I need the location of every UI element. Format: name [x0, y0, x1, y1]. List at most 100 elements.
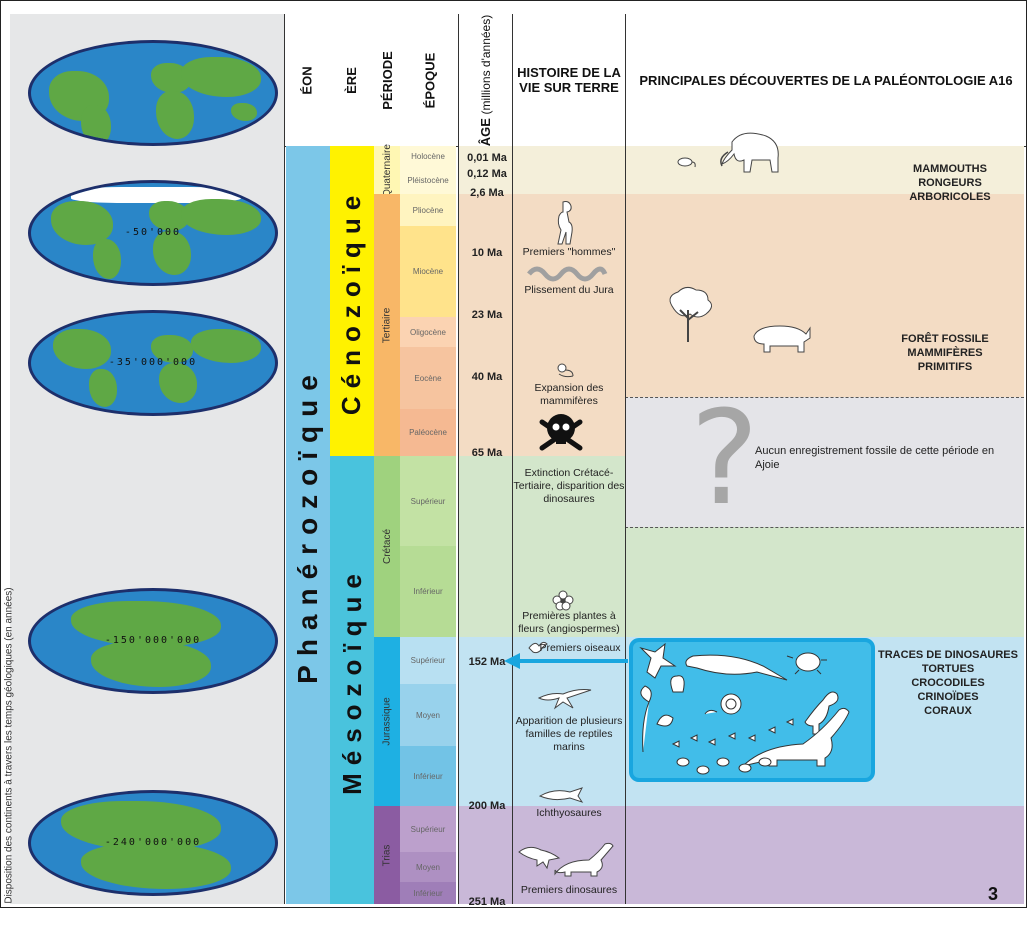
epoch-pliocene: Pliocène: [400, 194, 456, 226]
age-header: ÂGE (millions d'années): [478, 14, 494, 146]
fossil-tree-icon: [669, 286, 712, 342]
page-number: 3: [988, 884, 999, 904]
question-mark-icon: ?: [690, 382, 759, 534]
rodent-icon: [677, 157, 696, 168]
divider-left: [284, 14, 285, 904]
human-icon: [557, 201, 573, 245]
gap-band: [625, 397, 1024, 527]
age-bg-t: [458, 194, 513, 456]
gap-note: Aucun enregistrement fossile de cette pé…: [755, 445, 995, 471]
epoch-paleocene: Paléocène: [400, 409, 456, 456]
epoch-trias-superieur: Supérieur: [400, 806, 456, 852]
globe-age-3: -150'000'000: [104, 635, 202, 646]
epoch-header: ÉPOQUE: [422, 52, 438, 108]
discovery-crinoides: CRINOÏDES: [917, 691, 979, 703]
globe-age-1: -50'000: [124, 227, 182, 238]
age-40: 40 Ma: [471, 371, 503, 383]
cretaceous-band: [625, 527, 1024, 637]
jurassic-fossils-icons: [639, 642, 850, 775]
globe-35000000: -35'000'000: [28, 310, 278, 416]
globe-present: [28, 40, 278, 146]
period-cretace: Crétacé: [374, 456, 400, 637]
tertiary-band: [513, 194, 1024, 397]
discoveries-quaternary: MAMMOUTHS RONGEURS ARBORICOLES: [890, 162, 1010, 204]
eon-label: Phanérozoïque: [292, 366, 324, 684]
age-bg-q: [458, 146, 513, 194]
era-cenozoic: Cénozoïque: [330, 146, 374, 456]
discoveries-tertiary: FORÊT FOSSILE MAMMIFÈRES PRIMITIFS: [880, 332, 1010, 374]
discovery-tortues: TORTUES: [921, 663, 975, 675]
globe-150000000: -150'000'000: [28, 588, 278, 694]
age-bg-j: [458, 637, 513, 806]
epoch-miocene: Miocène: [400, 226, 456, 317]
epoch-holocene: Holocène: [400, 146, 456, 166]
age-10: 10 Ma: [471, 247, 503, 259]
gap-top-dash: [625, 397, 1024, 398]
globe-age-2: -35'000'000: [108, 357, 198, 368]
eon-header: ÉON: [299, 65, 315, 95]
history-mammal-expansion: Expansion des mammifères: [534, 382, 604, 407]
marine-reptile-icon: [537, 689, 592, 710]
discovery-coraux: CORAUX: [924, 705, 972, 717]
history-first-birds: Premiers oiseaux: [539, 642, 621, 654]
age-200: 200 Ma: [468, 800, 506, 812]
discovery-foret-fossile: FORÊT FOSSILE: [901, 333, 989, 345]
epoch-eocene: Eocène: [400, 347, 456, 409]
discovery-arboricoles: ARBORICOLES: [909, 191, 991, 203]
jura-folding-icon: [527, 266, 608, 282]
epoch-trias-inferieur: Inférieur: [400, 882, 456, 904]
age-bg-c: [458, 456, 513, 637]
history-header: HISTOIRE DE LA VIE SUR TERRE: [517, 65, 621, 95]
history-extinction: Extinction Crétacé-Tertiaire, disparitio…: [513, 467, 625, 505]
period-jurassique: Jurassique: [374, 637, 400, 806]
history-first-dinosaurs: Premiers dinosaures: [520, 884, 618, 896]
side-caption: Disposition des continents à travers les…: [3, 587, 15, 904]
era-mesozoic-label: Mésozoïque: [336, 565, 367, 795]
age-251: 251 Ma: [468, 896, 506, 908]
discoveries-header: PRINCIPALES DÉCOUVERTES DE LA PALÉONTOLO…: [639, 72, 1013, 88]
poster-frame: [0, 0, 1027, 908]
epoch-cretace-inferieur: Inférieur: [400, 546, 456, 637]
eon-bar: Phanérozoïque: [286, 146, 330, 904]
age-bg-tr: [458, 806, 513, 904]
era-cenozoic-label: Cénozoïque: [336, 187, 367, 415]
globe-240000000: -240'000'000: [28, 790, 278, 896]
age-65: 65 Ma: [471, 447, 503, 459]
age-2-6: 2,6 Ma: [470, 187, 504, 199]
period-trias: Trias: [374, 806, 400, 904]
period-tertiaire: Tertiaire: [374, 194, 400, 456]
discovery-mammouths: MAMMOUTHS: [913, 163, 987, 175]
mammoth-icon: [720, 132, 779, 173]
discovery-traces-dinosaures: TRACES DE DINOSAURES: [878, 649, 1018, 661]
epoch-trias-moyen: Moyen: [400, 852, 456, 882]
divider-discoveries: [625, 14, 626, 904]
discovery-crocodiles: CROCODILES: [911, 677, 985, 689]
period-header: PÉRIODE: [379, 50, 395, 110]
bird-icon: [528, 641, 548, 654]
period-quaternaire: Quaternaire: [374, 144, 400, 196]
divider-history: [512, 14, 513, 904]
epoch-jurassique-inferieur: Inférieur: [400, 746, 456, 806]
age-23: 23 Ma: [471, 309, 503, 321]
age-0-12: 0,12 Ma: [467, 168, 507, 180]
globe-age-4: -240'000'000: [104, 837, 202, 848]
history-jura-folding: Plissement du Jura: [524, 284, 614, 296]
globe-50000: -50'000: [28, 180, 278, 286]
continents-panel: [10, 14, 284, 904]
skull-crossbones-icon: [539, 414, 583, 451]
age-0-01: 0,01 Ma: [467, 152, 507, 164]
era-header: ÈRE: [343, 66, 359, 94]
history-ichthyosaurs: Ichthyosaures: [536, 807, 602, 819]
epoch-cretace-superieur: Supérieur: [400, 456, 456, 546]
history-marine-reptiles: Apparition de plusieurs familles de rept…: [515, 715, 623, 753]
epoch-oligocene: Oligocène: [400, 317, 456, 347]
history-first-flowers: Premières plantes à fleurs (angiospermes…: [518, 610, 620, 635]
rhino-icon: [753, 325, 811, 353]
divider-age: [458, 14, 459, 904]
discovery-mammiferes: MAMMIFÈRES: [907, 347, 983, 359]
age-152: 152 Ma: [468, 656, 506, 668]
gap-bottom-dash: [625, 527, 1024, 528]
flower-icon: [552, 590, 574, 611]
discovery-rongeurs: RONGEURS: [918, 177, 982, 189]
epoch-jurassique-superieur: Supérieur: [400, 637, 456, 684]
